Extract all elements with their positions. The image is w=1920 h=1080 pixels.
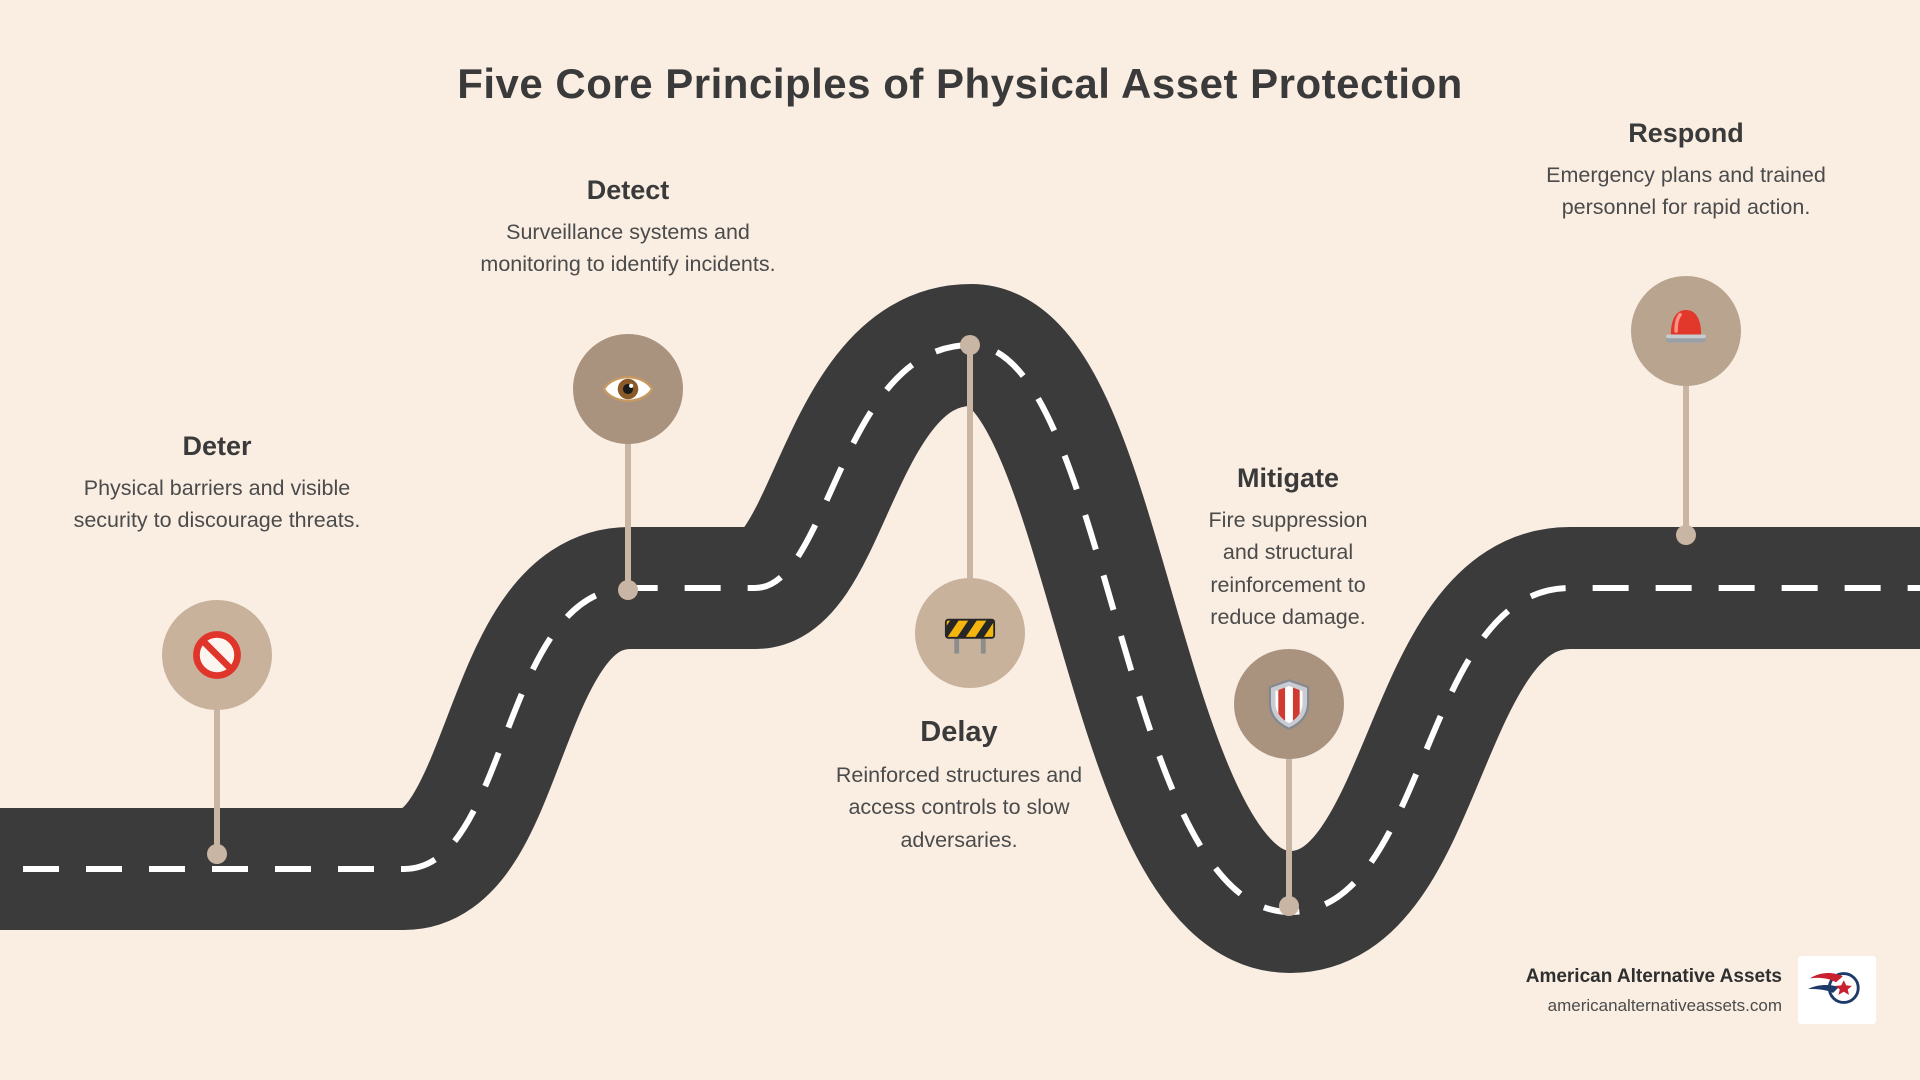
- road-centerline: [0, 341, 1920, 916]
- footer-website: americanalternativeassets.com: [1547, 996, 1782, 1015]
- milestone-label: Respond: [1628, 118, 1744, 148]
- milestone-text-detect: Detect Surveillance systems and monitori…: [478, 175, 778, 281]
- milestone-text-mitigate: Mitigate Fire suppression and structural…: [1193, 463, 1383, 633]
- milestone-circle-detect: [573, 334, 683, 444]
- milestone-label: Delay: [920, 716, 998, 748]
- milestone-description: Fire suppression and structural reinforc…: [1208, 508, 1368, 629]
- no-entry-icon: [188, 626, 246, 684]
- road-dot-respond: [1676, 525, 1696, 545]
- milestone-label: Mitigate: [1236, 463, 1339, 493]
- footer: American Alternative Assets americanalte…: [1526, 966, 1782, 1016]
- road-dot-mitigate: [1279, 896, 1299, 916]
- barricade-icon: [941, 604, 999, 662]
- milestone-text-respond: Respond Emergency plans and trained pers…: [1521, 118, 1851, 224]
- milestone-circle-deter: [162, 600, 272, 710]
- siren-icon: [1658, 303, 1714, 359]
- road-dot-delay: [960, 335, 980, 355]
- milestone-circle-delay: [915, 578, 1025, 688]
- milestone-label: Detect: [586, 175, 670, 205]
- eye-icon: [599, 360, 657, 418]
- milestone-circle-mitigate: [1234, 649, 1344, 759]
- milestone-text-deter: Deter Physical barriers and visible secu…: [62, 431, 372, 537]
- page-title: Five Core Principles of Physical Asset P…: [457, 60, 1463, 107]
- eagle-logo-icon: [1806, 961, 1868, 1020]
- milestone-circle-respond: [1631, 276, 1741, 386]
- company-logo: [1798, 956, 1876, 1024]
- road-dot-deter: [207, 844, 227, 864]
- milestone-text-delay: Delay Reinforced structures and access c…: [814, 716, 1104, 856]
- milestone-description: Surveillance systems and monitoring to i…: [480, 220, 776, 277]
- footer-company-name: American Alternative Assets: [1525, 966, 1782, 987]
- milestone-description: Reinforced structures and access control…: [835, 763, 1083, 852]
- milestone-description: Emergency plans and trained personnel fo…: [1546, 163, 1826, 220]
- milestone-label: Deter: [182, 431, 252, 461]
- shield-icon: [1262, 677, 1316, 731]
- milestone-description: Physical barriers and visible security t…: [73, 476, 361, 533]
- road-dot-detect: [618, 580, 638, 600]
